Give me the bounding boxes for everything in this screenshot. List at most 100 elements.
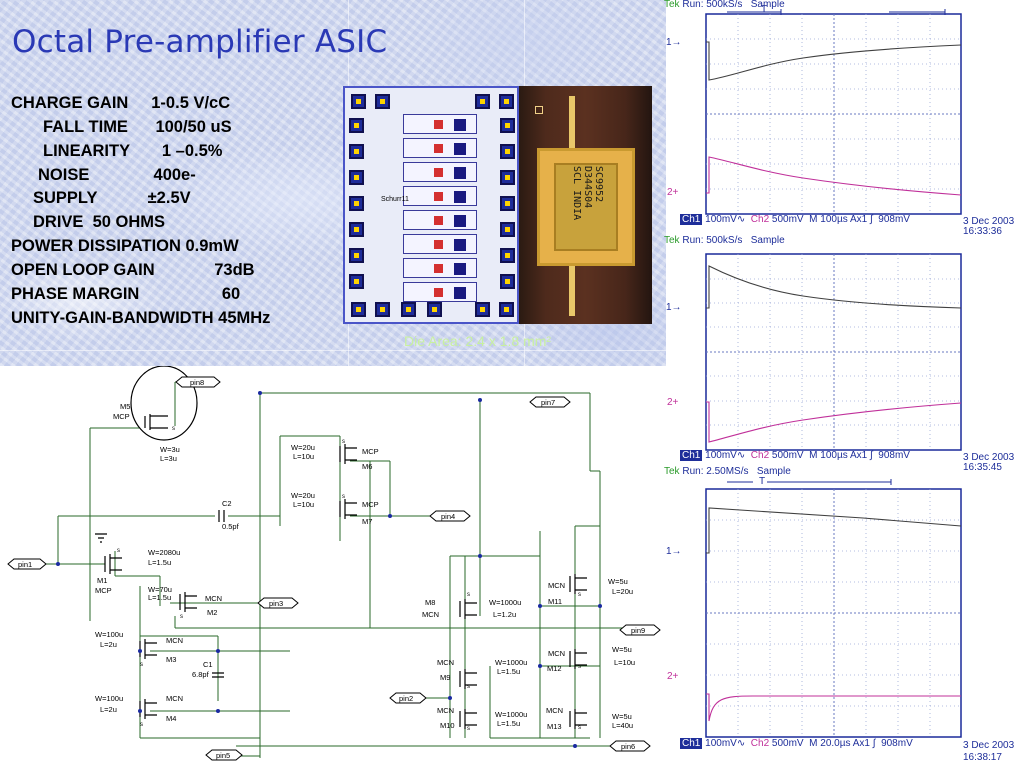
- m13-width: W=5u: [612, 712, 632, 721]
- pin7-label: pin7: [541, 398, 555, 407]
- trigger-marker: T: [761, 4, 768, 15]
- m2-width: W=70u: [148, 585, 172, 594]
- m2-length: L=1.5u: [148, 593, 171, 602]
- trigger-level: 908mV: [878, 450, 910, 461]
- m12-model: MCN: [548, 649, 565, 658]
- m3-length: L=2u: [100, 640, 117, 649]
- m11-width: W=5u: [608, 577, 628, 586]
- spec-open-loop: OPEN LOOP GAIN 73dB: [11, 261, 255, 279]
- bond-pad: [349, 274, 364, 289]
- ch1-badge: Ch1: [680, 450, 703, 461]
- m6-length: L=10u: [293, 452, 314, 461]
- spec-phase-margin: PHASE MARGIN 60: [11, 285, 241, 303]
- capture-time: 16:33:36: [963, 226, 1002, 237]
- scope-run-rate: Run: 2.50MS/s: [682, 466, 749, 477]
- m4-length: L=2u: [100, 705, 117, 714]
- m10-label: M10: [440, 721, 455, 730]
- scope-screen-3: [705, 479, 962, 738]
- svg-text:s: s: [467, 592, 470, 598]
- m12-width: W=5u: [612, 645, 632, 654]
- die-area-caption: Die Area: 2.4 x 1.8 mm²: [404, 333, 552, 349]
- scope-brand: Tek: [664, 235, 680, 246]
- timebase: M 100µs: [809, 450, 848, 461]
- bond-pad: [475, 94, 490, 109]
- terminal-marks: sss sss sss sss s: [117, 426, 581, 732]
- slide-title: Octal Pre-amplifier ASIC: [12, 24, 388, 60]
- scope-brand: Tek: [664, 0, 680, 10]
- ch1-badge: Ch1: [680, 738, 703, 749]
- c2-label: C2: [222, 499, 232, 508]
- schematic-wires: [42, 381, 630, 758]
- schematic-nodes: [56, 391, 602, 748]
- bond-pad: [475, 302, 490, 317]
- bond-pad: [349, 170, 364, 185]
- bond-pad: [349, 196, 364, 211]
- spec-power: POWER DISSIPATION 0.9mW: [11, 237, 239, 255]
- trigger-marker: T: [759, 476, 766, 487]
- m6-label: M6: [362, 462, 372, 471]
- m1-model: MCP: [95, 586, 112, 595]
- c1-label: C1: [203, 660, 213, 669]
- m2-model: MCN: [205, 594, 222, 603]
- bond-pad: [500, 144, 515, 159]
- m7-length: L=10u: [293, 500, 314, 509]
- spec-drive: DRIVE 50 OHMS: [33, 213, 166, 231]
- m10-width: W=1000u: [495, 710, 527, 719]
- ch1-scale: 100mV∿: [705, 214, 746, 225]
- ch1-marker: 1→: [666, 37, 682, 48]
- svg-text:s: s: [140, 722, 143, 728]
- m11-model: MCN: [548, 581, 565, 590]
- scope-screen-1: [705, 9, 962, 215]
- bond-pad: [500, 170, 515, 185]
- pin6-label: pin6: [621, 742, 635, 751]
- bond-pad: [500, 222, 515, 237]
- pin8-label: pin8: [190, 378, 204, 387]
- m3-label: M3: [166, 655, 176, 664]
- svg-text:s: s: [578, 664, 581, 670]
- trigger-setting: Ax1 ∫: [849, 214, 873, 225]
- bond-pad: [375, 94, 390, 109]
- m7-label: M7: [362, 517, 372, 526]
- bond-pad: [500, 196, 515, 211]
- amp-cell: [403, 186, 477, 206]
- trigger-level: 908mV: [878, 214, 910, 225]
- m11-label: M11: [548, 597, 562, 606]
- c1-value: 6.8pf: [192, 670, 210, 679]
- m9-model: MCN: [437, 658, 454, 667]
- svg-text:s: s: [342, 439, 345, 445]
- ch1-marker: 1→: [666, 302, 682, 313]
- bond-pad: [349, 118, 364, 133]
- m5-highlight-circle: [130, 366, 198, 441]
- ch2-badge: Ch2: [750, 738, 770, 749]
- pin2-label: pin2: [399, 694, 413, 703]
- bond-pad: [499, 94, 514, 109]
- ch2-scale: 500mV: [771, 450, 804, 461]
- svg-text:s: s: [467, 684, 470, 690]
- m12-length: L=10u: [614, 658, 635, 667]
- amp-cell: [403, 138, 477, 158]
- amp-cell: [403, 210, 477, 230]
- amp-cell: [403, 258, 477, 278]
- scope-mode: Sample: [750, 0, 785, 10]
- m6-width: W=20u: [291, 443, 315, 452]
- bond-pad: [500, 274, 515, 289]
- bond-pad: [351, 94, 366, 109]
- bond-pad: [500, 118, 515, 133]
- bond-pad: [349, 248, 364, 263]
- scope-capture-2: Tek Run: 500kS/s Sample 1→ 2+ Ch1 100mV∿…: [663, 235, 1024, 473]
- m1-label: M1: [97, 576, 107, 585]
- pin3-tag: [257, 597, 299, 609]
- pin4-label: pin4: [441, 512, 455, 521]
- spec-noise: NOISE 400e-: [38, 166, 196, 184]
- m9-label: M9: [440, 673, 450, 682]
- capture-date: 3 Dec 2003: [963, 452, 1015, 463]
- pin5-tag: [205, 749, 243, 761]
- scope-capture-3: Tek Run: 2.50MS/s Sample T 1→ 2+ Ch1 100…: [663, 466, 1024, 768]
- pin3-label: pin3: [269, 599, 283, 608]
- m10-length: L=1.5u: [497, 719, 520, 728]
- m9-width: W=1000u: [495, 658, 527, 667]
- svg-text:s: s: [117, 548, 120, 554]
- m9-length: L=1.5u: [497, 667, 520, 676]
- ch2-marker: 2+: [667, 397, 679, 408]
- m5-length: L=3u: [160, 454, 177, 463]
